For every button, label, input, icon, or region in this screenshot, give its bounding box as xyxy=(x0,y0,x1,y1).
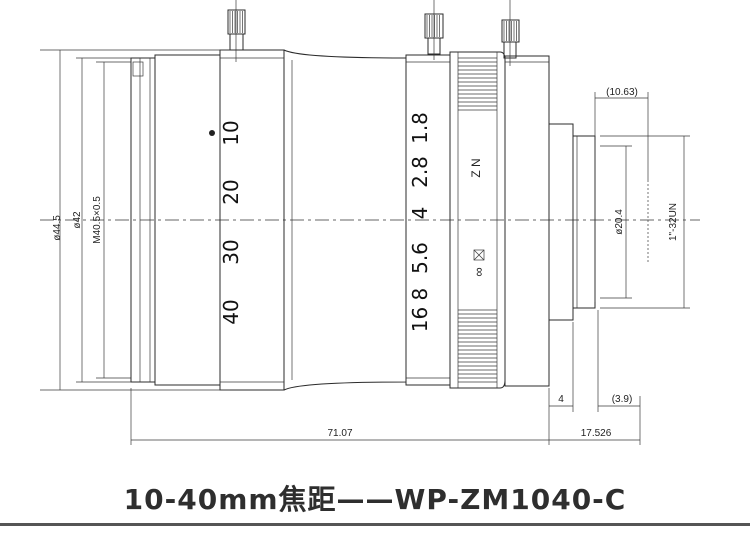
page-title: 10-40mm焦距——WP-ZM1040-C xyxy=(123,483,627,516)
dim-flange-length: 17.526 xyxy=(549,396,641,445)
label-outer-diameter: ø44.5 xyxy=(52,215,63,241)
focal-mark-20: 20 xyxy=(219,179,243,204)
lens-drawing: ø44.5 ø42 M40.5×0.5 71.07 17.526 4 (3.9) xyxy=(40,0,700,445)
bottom-divider xyxy=(0,523,750,526)
rear-barrel xyxy=(504,55,550,387)
label-total-length: 71.07 xyxy=(327,428,352,439)
focal-scale: 10 20 30 40 xyxy=(219,120,243,324)
focus-ring xyxy=(449,51,506,389)
aperture-mark-16-8: 16 8 xyxy=(408,288,432,333)
label-back-ref: (3.9) xyxy=(612,394,633,405)
infinity-mark: ∞ xyxy=(471,249,486,277)
dim-mount-thread: 1"-32UN xyxy=(600,135,690,309)
dim-mount-diameter: ø20.4 xyxy=(600,145,632,299)
dim-outer-diameter: ø44.5 xyxy=(40,49,230,391)
aperture-scale: 1.8 2.8 4 5.6 16 8 xyxy=(408,112,432,332)
c-mount xyxy=(548,123,596,321)
dim-body-diameter: ø42 xyxy=(72,57,131,383)
aperture-mark-2.8: 2.8 xyxy=(408,156,432,188)
aperture-mark-4: 4 xyxy=(408,207,432,220)
dim-total-length: 71.07 xyxy=(130,388,550,445)
index-dot xyxy=(209,130,215,136)
aperture-mark-5.6: 5.6 xyxy=(408,242,432,274)
focus-lock-screw[interactable] xyxy=(424,0,444,60)
label-flange-length: 17.526 xyxy=(581,428,612,439)
aperture-mark-1.8: 1.8 xyxy=(408,112,432,144)
front-cap xyxy=(130,57,156,383)
dim-filter-thread: M40.5×0.5 xyxy=(92,61,131,379)
focal-mark-40: 40 xyxy=(219,299,243,324)
dim-back-ref: (3.9) xyxy=(597,310,640,412)
label-filter-thread: M40.5×0.5 xyxy=(92,196,103,244)
infinity-symbol: ∞ xyxy=(471,267,486,276)
label-body-diameter: ø42 xyxy=(72,211,83,229)
zoom-ring xyxy=(209,49,285,391)
label-mount-diameter: ø20.4 xyxy=(614,209,625,235)
zoom-lock-screw[interactable] xyxy=(227,0,246,62)
label-mount-thread: 1"-32UN xyxy=(668,203,679,241)
focus-mark-zn: Z N xyxy=(469,158,483,177)
dim-mount-step: 4 xyxy=(549,322,574,412)
label-mount-ref: (10.63) xyxy=(606,87,638,98)
label-mount-step: 4 xyxy=(558,394,564,405)
focal-mark-30: 30 xyxy=(219,239,243,264)
dim-mount-ref: (10.63) xyxy=(594,87,649,180)
iris-lock-screw[interactable] xyxy=(501,0,520,66)
focal-mark-10: 10 xyxy=(219,120,243,145)
